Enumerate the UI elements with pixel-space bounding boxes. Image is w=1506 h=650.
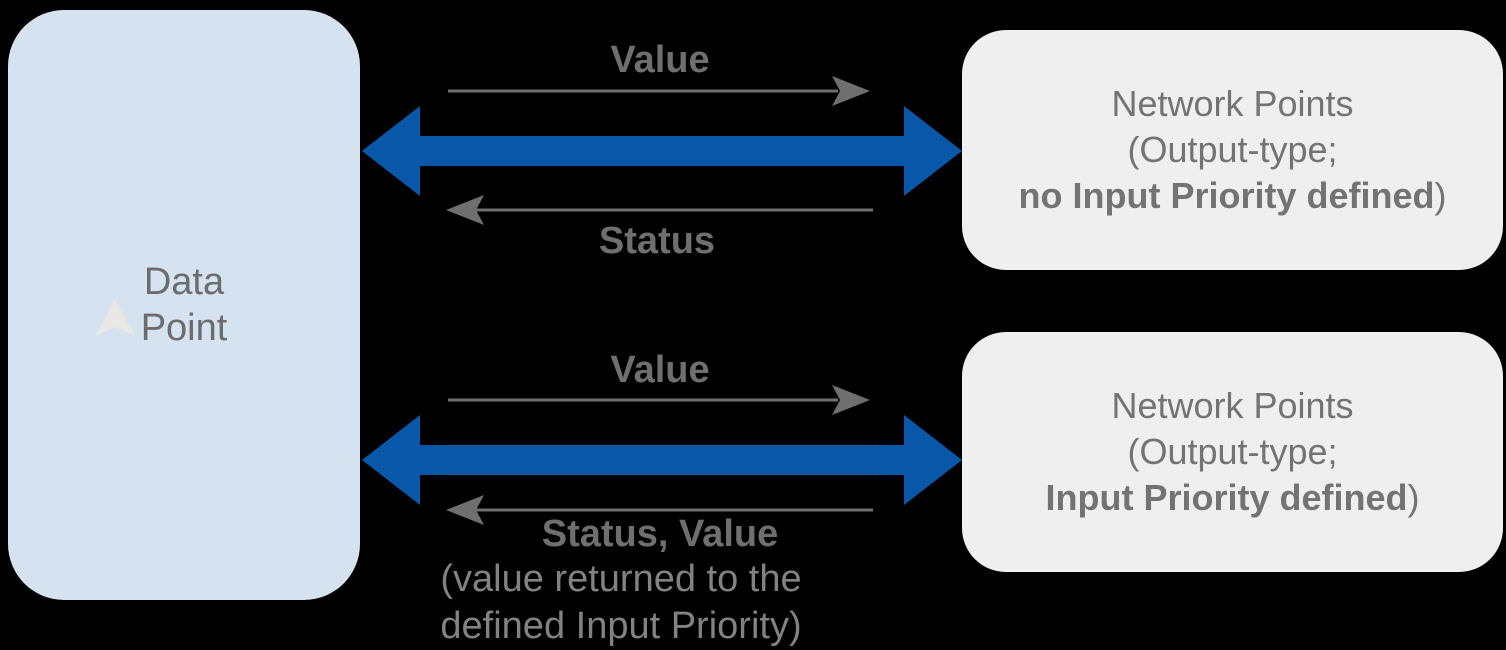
network-top-line1: Network Points: [1111, 83, 1354, 124]
bidirectional-arrow-icon-top: [362, 106, 962, 196]
data-point-box: Data Point: [8, 10, 360, 600]
data-point-label-line2: Point: [140, 307, 228, 349]
value-arrow-right-icon-top: [448, 76, 870, 106]
value-label-top: Value: [610, 39, 710, 81]
network-bottom-line3: Input Priority defined): [1045, 475, 1419, 521]
cursor-arrow-icon: [95, 300, 135, 336]
data-point-label-line1: Data: [143, 261, 225, 303]
status-arrow-left-icon-top: [446, 195, 873, 225]
network-bottom-line2: (Output-type;: [1127, 431, 1338, 472]
network-bottom-line3-suffix: ): [1407, 477, 1420, 518]
return-value-note-line2: defined Input Priority): [440, 605, 802, 647]
network-top-line3-suffix: ): [1434, 175, 1447, 216]
network-points-box-top: Network Points (Output-type; no Input Pr…: [962, 30, 1503, 270]
status-arrow-left-icon-bottom: [446, 495, 873, 525]
value-label-bottom: Value: [610, 349, 710, 391]
network-top-line2: (Output-type;: [1127, 129, 1338, 170]
network-points-box-bottom: Network Points (Output-type; Input Prior…: [962, 332, 1503, 572]
value-arrow-right-icon-bottom: [448, 385, 870, 415]
network-bottom-line3-bold: Input Priority defined: [1045, 477, 1408, 518]
return-value-note: (value returned to the defined Input Pri…: [381, 556, 861, 650]
status-label-top: Status: [598, 220, 716, 262]
return-value-note-line1: (value returned to the: [440, 558, 802, 600]
network-top-line3: no Input Priority defined): [1019, 173, 1447, 219]
bidirectional-arrow-icon-bottom: [362, 415, 962, 505]
network-top-line3-bold: no Input Priority defined: [1018, 175, 1435, 216]
status-value-label-bottom: Status, Value: [541, 513, 779, 555]
network-bottom-line1: Network Points: [1111, 385, 1354, 426]
